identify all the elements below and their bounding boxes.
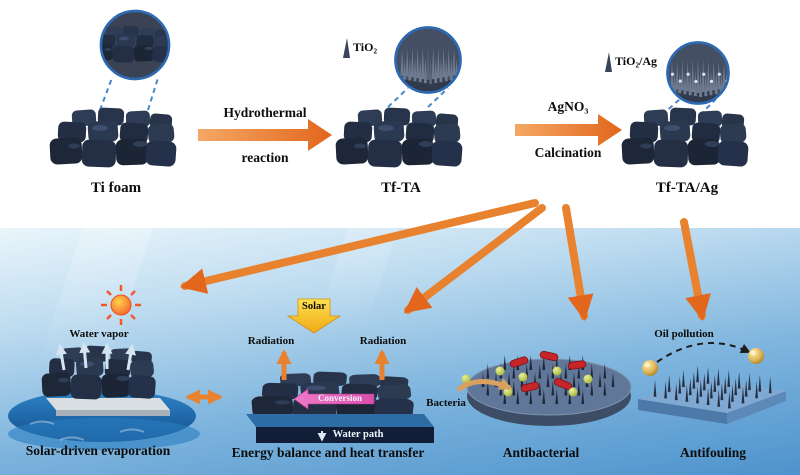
antibacterial-title: Antibacterial: [502, 445, 580, 460]
plate-side-right: [727, 391, 786, 424]
inset-connector-lines: [99, 77, 717, 116]
hydrothermal-arrow: [198, 119, 332, 151]
conversion-label: Conversion: [317, 393, 363, 403]
oil-path-dashed: [656, 342, 751, 363]
bacteria-label: Bacteria: [426, 397, 466, 409]
energy-scene: [246, 298, 434, 443]
fan-arrow-antifouling: [680, 218, 711, 322]
radiation-left-label: Radiation: [247, 335, 295, 347]
tfta-ag-label: Tf-TA/Ag: [655, 180, 719, 196]
tfta-ag-block: [621, 107, 749, 168]
water-path-label: Water path: [332, 429, 384, 440]
sun-icon: [101, 285, 141, 325]
tfta-block: [335, 107, 463, 168]
inset-circle-tfta: [394, 26, 462, 94]
substrate-slab: [46, 398, 170, 410]
solar-label: Solar: [302, 301, 326, 312]
inset-circle-tfta-ag: [666, 41, 730, 105]
fan-arrow-energy: [403, 204, 546, 314]
hydrothermal-label-line2: reaction: [241, 150, 289, 165]
solar-arrow: [286, 298, 342, 334]
plate-side-left: [638, 399, 727, 424]
tio2-ag-label: TiO₂/Ag: [615, 54, 658, 68]
needle-icon-tio2: [343, 38, 350, 58]
oil-sphere-left: [642, 360, 658, 376]
needle-icon-tio2ag: [605, 52, 612, 72]
bacteria-spheres: [461, 366, 593, 397]
agno3-label: AgNO₃: [547, 99, 589, 114]
oil-pollution-label: Oil pollution: [654, 328, 714, 340]
fan-arrow-evaporation: [179, 199, 539, 294]
vapor-arrows: [56, 341, 136, 371]
fan-arrow-antibacterial: [562, 204, 594, 322]
nanorod-array: [400, 46, 459, 84]
evaporator-foam-block: [41, 345, 157, 400]
wave-lines: [29, 420, 145, 441]
radiation-right-label: Radiation: [359, 335, 407, 347]
inset-circle-ti-foam: [99, 9, 171, 81]
hydrothermal-label-line1: Hydrothermal: [223, 105, 307, 120]
antibacterial-scene: [456, 350, 632, 426]
blue-base: [246, 414, 434, 427]
calcination-label: Calcination: [534, 145, 602, 160]
energy-title: Energy balance and heat transfer: [231, 445, 425, 460]
tio2-label: TiO₂: [353, 40, 378, 54]
ti-foam-label: Ti foam: [90, 180, 142, 196]
oil-sphere-right: [748, 348, 764, 364]
evaporation-title: Solar-driven evaporation: [25, 443, 171, 458]
bacteria-arrow: [456, 377, 513, 393]
antifouling-title: Antifouling: [679, 445, 747, 460]
water-vapor-label: Water vapor: [69, 328, 129, 340]
radiation-arrows: [276, 349, 390, 380]
plate-needles: [653, 365, 772, 409]
conversion-arrow: [293, 388, 375, 410]
bacteria-rods: [509, 350, 587, 393]
dark-base: [256, 427, 434, 443]
antifouling-scene: [638, 342, 786, 424]
calcination-arrow: [515, 114, 622, 146]
ti-foam-block: [49, 107, 177, 168]
tfta-label: Tf-TA: [381, 180, 421, 196]
evaporation-scene: [8, 285, 200, 450]
